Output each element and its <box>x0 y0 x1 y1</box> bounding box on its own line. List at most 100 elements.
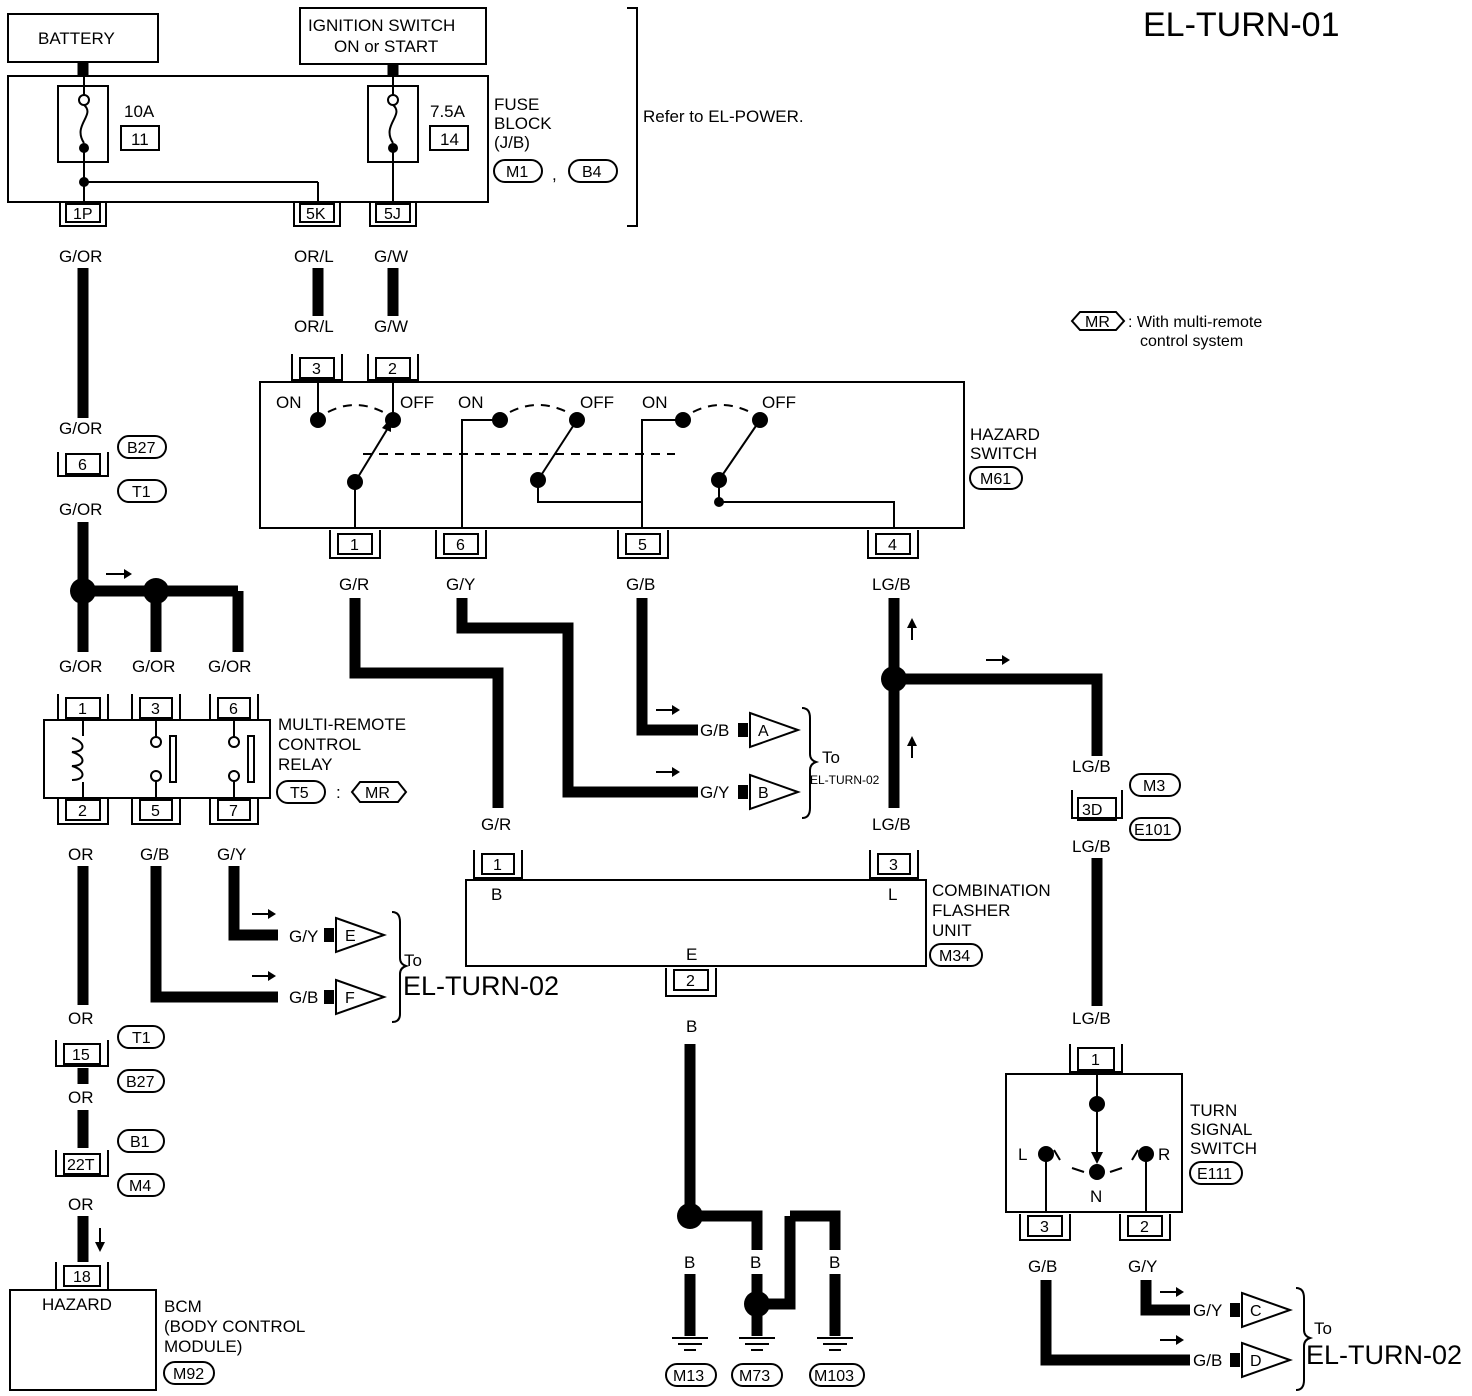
junction-15: 15 <box>55 1040 109 1067</box>
svg-text:1: 1 <box>78 701 87 718</box>
arrow-a <box>749 711 801 749</box>
ground-m73: M73 <box>739 1368 770 1385</box>
wire-label-or-l-2: OR/L <box>294 317 334 336</box>
bcm-hazard-label: HAZARD <box>42 1295 112 1314</box>
wire-label-g-y-c: G/Y <box>1193 1301 1222 1320</box>
flasher-terminal-3: 3 <box>869 850 919 879</box>
relay-terminal-3: 3 <box>131 694 181 721</box>
junction-22t: 22T <box>55 1150 109 1177</box>
svg-text:15: 15 <box>72 1047 90 1064</box>
arrow-b <box>749 773 801 811</box>
flasher-terminal-1: 1 <box>473 850 523 879</box>
ground-m103: M103 <box>814 1368 854 1385</box>
svg-text:5: 5 <box>151 803 160 820</box>
wire-label-g-y-ts: G/Y <box>1128 1257 1157 1276</box>
svg-text:1P: 1P <box>73 206 93 223</box>
wire-label-g-b-a: G/B <box>700 721 729 740</box>
relay-tag-mr: MR <box>365 785 390 802</box>
svg-text:L: L <box>888 885 897 904</box>
svg-text:ON: ON <box>276 393 302 412</box>
arrow-c <box>1241 1291 1293 1329</box>
svg-text:2: 2 <box>1140 1219 1149 1236</box>
svg-text:B: B <box>491 885 502 904</box>
hazard-terminal-6: 6 <box>435 530 487 559</box>
svg-text:3: 3 <box>312 361 321 378</box>
svg-text:E: E <box>686 945 697 964</box>
relay-terminal-7: 7 <box>209 798 259 825</box>
wire-label-g-r-hs: G/R <box>339 575 369 594</box>
wire-label-b-g1: B <box>684 1253 695 1272</box>
turn-switch-label-3: SWITCH <box>1190 1139 1257 1158</box>
svg-text:ON: ON <box>458 393 484 412</box>
svg-text:1: 1 <box>1091 1052 1100 1069</box>
turn-switch-terminal-1: 1 <box>1069 1044 1123 1073</box>
turn-switch-label-2: SIGNAL <box>1190 1120 1252 1139</box>
hazard-terminal-3: 3 <box>291 354 343 381</box>
arrow-f <box>335 978 387 1016</box>
wire-label-g-or-r6: G/OR <box>208 657 251 676</box>
wire-label-b-g2: B <box>750 1253 761 1272</box>
wire-label-lg-b-hs: LG/B <box>872 575 911 594</box>
bcm-label-3: MODULE) <box>164 1337 242 1356</box>
hazard-terminal-5: 5 <box>617 530 669 559</box>
wire-label-g-y-hs: G/Y <box>446 575 475 594</box>
conn-m4: M4 <box>129 1178 151 1195</box>
relay-terminal-6: 6 <box>209 694 259 721</box>
relay-label-1: MULTI-REMOTE <box>278 715 406 734</box>
to-label-ef: To <box>404 951 422 970</box>
wire-label-g-y-relay: G/Y <box>217 845 246 864</box>
conn-b27-bottom: B27 <box>126 1074 155 1091</box>
wire-label-g-b-f: G/B <box>289 988 318 1007</box>
bcm-conn-m92: M92 <box>173 1366 204 1383</box>
svg-text:6: 6 <box>229 701 238 718</box>
turn-switch-terminal-3: 3 <box>1019 1214 1071 1241</box>
svg-text:6: 6 <box>456 537 465 554</box>
to-label-ab: To <box>822 748 840 767</box>
wire-label-or-l-1: OR/L <box>294 247 334 266</box>
relay-terminal-2: 2 <box>57 798 109 825</box>
wire-label-lg-b-r1: LG/B <box>1072 757 1111 776</box>
svg-text:2: 2 <box>388 361 397 378</box>
hazard-switch-box <box>259 381 965 529</box>
wire-label-b-g3: B <box>784 1253 795 1272</box>
fuse2-no: 14 <box>440 130 459 149</box>
fuse-block-label-2: BLOCK <box>494 114 552 133</box>
wire-label-g-r-f: G/R <box>481 815 511 834</box>
wire-label-g-or-2: G/OR <box>59 419 102 438</box>
svg-text:A: A <box>758 723 769 740</box>
hazard-terminal-2: 2 <box>367 354 419 381</box>
wire-label-g-or-3: G/OR <box>59 500 102 519</box>
svg-text:F: F <box>345 990 355 1007</box>
wire-label-g-or-r1: G/OR <box>59 657 102 676</box>
svg-text::: : <box>336 783 341 802</box>
svg-text:3: 3 <box>889 857 898 874</box>
wire-label-or-2: OR <box>68 1009 94 1028</box>
wire-label-g-or-r3: G/OR <box>132 657 175 676</box>
power-bracket <box>627 7 638 227</box>
legend-mr-tag-text: MR <box>1085 314 1110 331</box>
wire-label-b-g4: B <box>829 1253 840 1272</box>
bcm-label-2: (BODY CONTROL <box>164 1317 305 1336</box>
flasher-label-1: COMBINATION <box>932 881 1051 900</box>
svg-text:R: R <box>1158 1145 1170 1164</box>
diagram-title: EL-TURN-01 <box>1143 6 1339 44</box>
target-label-ab: EL-TURN-02 <box>810 773 880 787</box>
svg-text:OFF: OFF <box>762 393 796 412</box>
fuse2-amp: 7.5A <box>430 102 466 121</box>
svg-text:6: 6 <box>78 457 87 474</box>
fuse-conn-m1: M1 <box>506 164 528 181</box>
arrow-e <box>335 916 387 954</box>
flasher-label-2: FLASHER <box>932 901 1010 920</box>
legend-mr-tag <box>1070 311 1126 331</box>
svg-text:1: 1 <box>493 857 502 874</box>
svg-text:2: 2 <box>686 973 695 990</box>
wire-label-g-b-relay: G/B <box>140 845 169 864</box>
turn-switch-label-1: TURN <box>1190 1101 1237 1120</box>
wire-label-lg-b-r3: LG/B <box>1072 1009 1111 1028</box>
wire-label-or-4: OR <box>68 1195 94 1214</box>
fuse-block-label-1: FUSE <box>494 95 539 114</box>
svg-text:2: 2 <box>78 803 87 820</box>
conn-b1: B1 <box>130 1134 150 1151</box>
wire-label-g-b-d: G/B <box>1193 1351 1222 1370</box>
